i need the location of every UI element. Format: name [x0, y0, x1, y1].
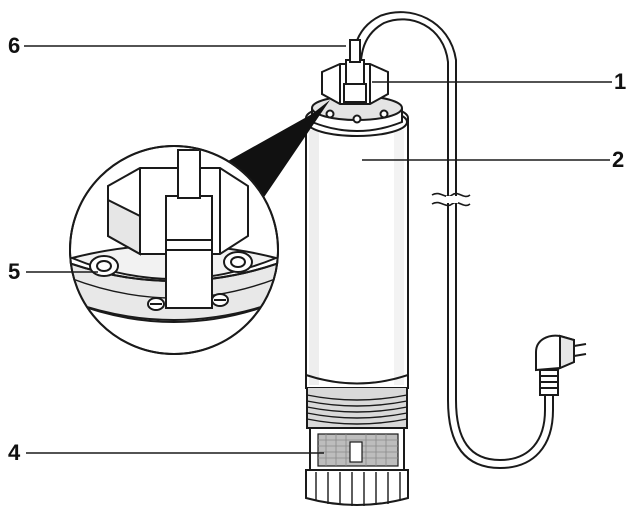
leader-lines: [24, 45, 612, 454]
submersible-pump-icon: [305, 103, 409, 506]
cable-break: [446, 196, 458, 203]
callout-4: 4: [8, 440, 21, 465]
power-cable: [351, 11, 554, 470]
callout-2: 2: [612, 147, 625, 172]
magnifier-callout-icon: [69, 145, 279, 355]
callout-6: 6: [8, 33, 21, 58]
pump-head: [306, 39, 408, 137]
power-plug-icon: [535, 334, 587, 396]
callout-1: 1: [614, 69, 627, 94]
callout-5: 5: [8, 259, 21, 284]
